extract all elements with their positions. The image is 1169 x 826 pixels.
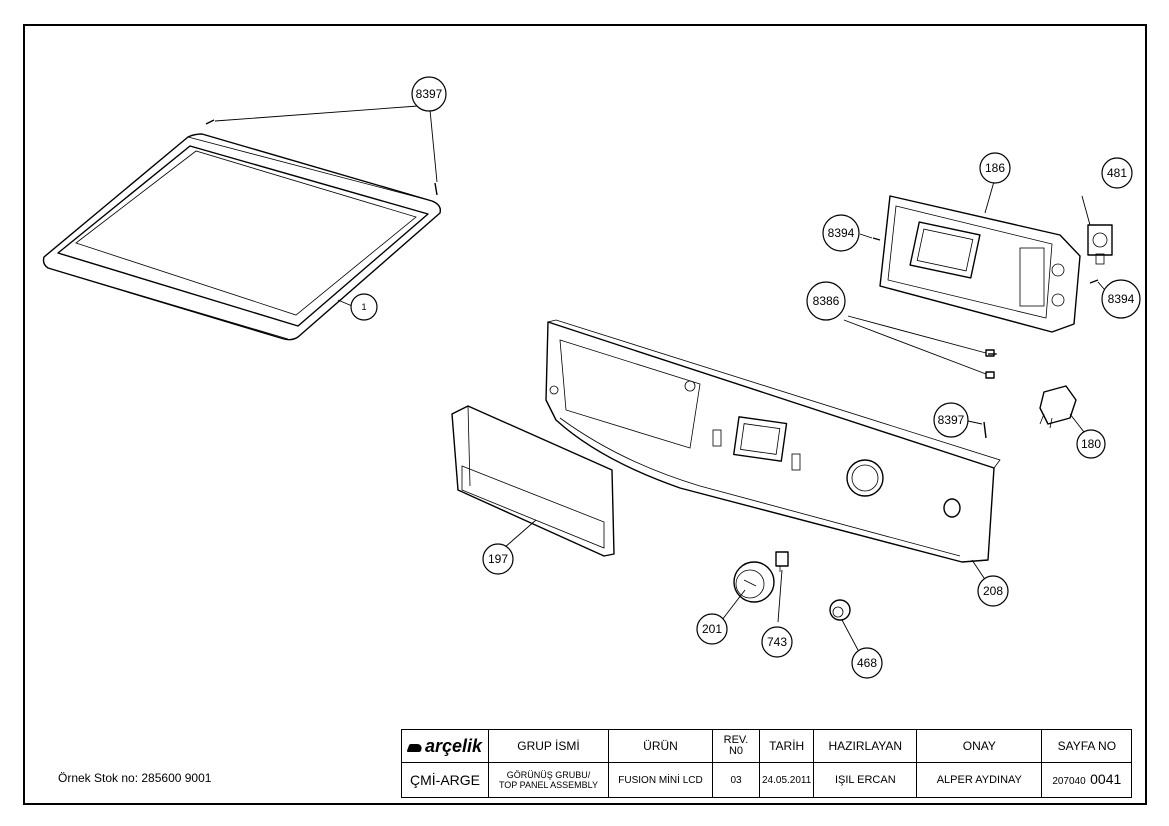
callout-201: 201 <box>696 613 728 645</box>
callout-180: 180 <box>1076 429 1106 459</box>
arcelik-logo-icon <box>406 744 424 753</box>
callout-186: 186 <box>979 152 1011 184</box>
part-743 <box>775 551 789 572</box>
logo-text: arçelik <box>424 735 483 756</box>
department-cell: ÇMİ-ARGE <box>401 762 489 798</box>
screws-8386 <box>985 349 997 379</box>
switch-180-part <box>1039 385 1077 429</box>
leader-1 <box>337 299 353 307</box>
callout-1: 1 <box>350 293 378 321</box>
svg-text:8397: 8397 <box>938 413 965 427</box>
svg-text:8394: 8394 <box>1108 292 1135 306</box>
screw-8397-mid <box>983 421 987 439</box>
stock-note: Örnek Stok no: 285600 9001 <box>58 771 212 785</box>
svg-text:197: 197 <box>488 552 508 566</box>
title-block: arçelik GRUP İSMİ ÜRÜN REV. N0 TARİH HAZ… <box>401 729 1133 798</box>
svg-text:201: 201 <box>702 622 722 636</box>
page-cell: 207040 0041 <box>1041 762 1133 798</box>
drawing-frame <box>23 24 1147 805</box>
svg-text:743: 743 <box>767 635 787 649</box>
rev-cell: 03 <box>712 762 760 798</box>
svg-text:481: 481 <box>1107 166 1127 180</box>
control-board-part <box>879 195 1081 333</box>
svg-text:180: 180 <box>1081 437 1101 451</box>
prepared-cell: IŞIL ERCAN <box>813 762 918 798</box>
screw-8394-left <box>872 237 881 241</box>
callout-8394-left: 8394 <box>822 214 860 252</box>
header-approved: ONAY <box>916 729 1043 763</box>
svg-text:1: 1 <box>361 302 366 312</box>
screw-8394-right <box>1089 279 1099 284</box>
svg-text:8397: 8397 <box>416 87 443 101</box>
encoder-481-part <box>1087 224 1113 265</box>
date-cell: 24.05.2011 <box>758 762 815 798</box>
header-group: GRUP İSMİ <box>488 729 609 763</box>
callout-197: 197 <box>482 543 514 575</box>
logo-cell: arçelik <box>401 729 489 763</box>
dispenser-drawer-part <box>451 405 615 557</box>
header-prepared: HAZIRLAYAN <box>813 729 918 763</box>
group-cell: GÖRÜNÜŞ GRUBU/ TOP PANEL ASSEMBLY <box>488 762 609 798</box>
callout-743: 743 <box>761 626 793 658</box>
header-page: SAYFA NO <box>1041 729 1133 763</box>
callout-468: 468 <box>851 647 883 679</box>
callout-8386: 8386 <box>806 281 846 321</box>
svg-text:8394: 8394 <box>828 226 855 240</box>
svg-text:8386: 8386 <box>813 294 840 308</box>
callout-8397-mid: 8397 <box>933 402 969 438</box>
approved-cell: ALPER AYDINAY <box>916 762 1043 798</box>
product-cell: FUSION MİNİ LCD <box>608 762 713 798</box>
header-product: ÜRÜN <box>608 729 713 763</box>
callout-8394-right: 8394 <box>1101 279 1141 319</box>
leader-8397-top <box>214 105 438 183</box>
header-rev: REV. N0 <box>712 729 760 763</box>
svg-text:208: 208 <box>983 584 1003 598</box>
svg-text:468: 468 <box>857 656 877 670</box>
control-panel-part <box>545 319 1001 563</box>
callout-8397-top: 8397 <box>411 76 447 112</box>
svg-text:186: 186 <box>985 161 1005 175</box>
callout-481: 481 <box>1101 157 1133 189</box>
header-date: TARİH <box>758 729 815 763</box>
screw-8397-top <box>205 119 438 196</box>
callout-208: 208 <box>977 575 1009 607</box>
part-468 <box>829 599 851 621</box>
knob-201-part <box>733 561 775 603</box>
top-lid-part <box>42 133 442 341</box>
